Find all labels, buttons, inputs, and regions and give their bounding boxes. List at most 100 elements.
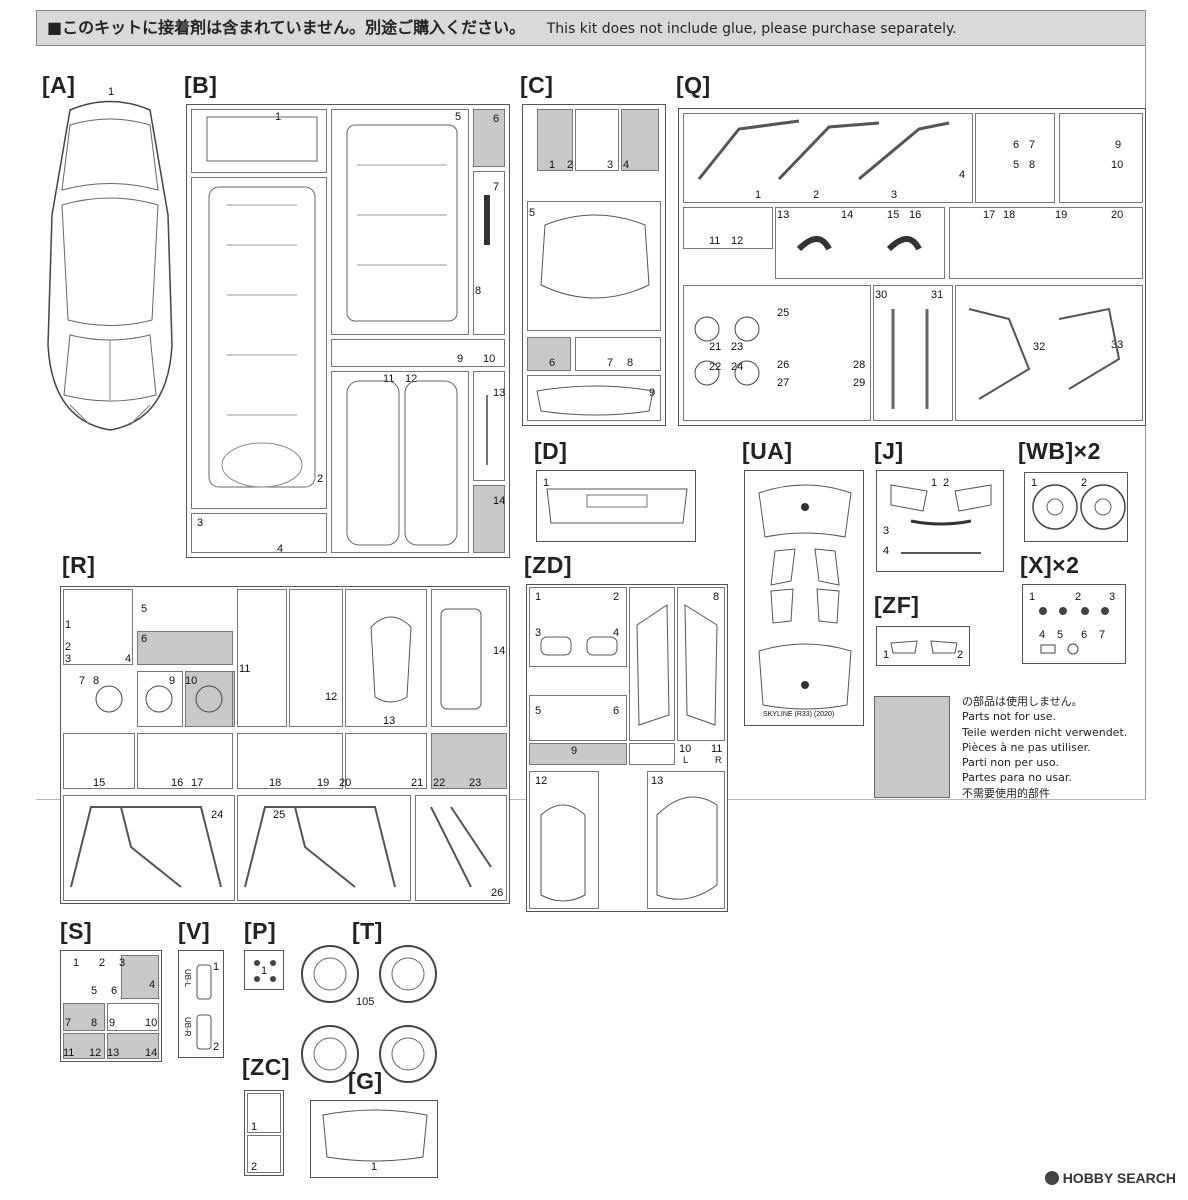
part-num: 1	[535, 591, 542, 603]
small-parts-drawing	[1039, 607, 1109, 655]
part-cell-unused	[185, 671, 233, 727]
part-cell	[873, 285, 953, 421]
polycap-drawing	[254, 960, 276, 982]
side-left-mark: L	[683, 755, 689, 765]
part-num: 14	[145, 1047, 158, 1059]
part-num: 19	[317, 777, 330, 789]
part-cell-unused	[527, 337, 571, 371]
part-cell	[529, 695, 627, 741]
part-num: 1	[549, 159, 556, 171]
part-cell	[191, 513, 327, 553]
part-num: 3	[1109, 591, 1116, 603]
part-cell	[63, 733, 135, 789]
hood-drawing	[536, 214, 654, 416]
legend-line: の部品は使用しません。	[962, 695, 1083, 708]
part-num: 4	[149, 979, 156, 991]
part-num: 5	[141, 603, 148, 615]
part-num: 7	[65, 1017, 72, 1029]
part-num: 8	[91, 1017, 98, 1029]
part-num: 8	[93, 675, 100, 687]
legend-line: Parti non per uso.	[962, 756, 1059, 770]
part-cell	[137, 733, 233, 789]
part-cell	[647, 771, 725, 909]
part-num: 7	[493, 181, 500, 193]
sprue-label-p: [P]	[244, 918, 277, 944]
part-num: 21	[709, 341, 722, 353]
sprue-label-wb: [WB]×2	[1018, 438, 1101, 464]
part-num: 1	[1031, 477, 1038, 489]
part-num: 6	[1013, 139, 1020, 151]
ub-right-tag: UB-R	[183, 1017, 192, 1037]
part-num: 3	[197, 517, 204, 529]
glue-notice-en: This kit does not include glue, please p…	[546, 21, 957, 37]
part-num: 23	[731, 341, 744, 353]
sprue-label-c: [C]	[520, 72, 554, 98]
sprue-ua-footer: SKYLINE (R33) (2020)	[763, 711, 835, 718]
part-num: 2	[567, 159, 574, 171]
part-cell-unused	[431, 733, 507, 789]
part-num: 9	[169, 675, 176, 687]
part-cell	[529, 587, 627, 667]
part-cell	[137, 671, 183, 727]
part-cell	[191, 109, 327, 173]
part-cell	[629, 587, 675, 741]
part-cell	[331, 109, 469, 335]
part-cell	[345, 589, 427, 727]
part-num: 1	[543, 477, 550, 489]
unused-parts-legend: の部品は使用しません。 Parts not for use. Teile wer…	[962, 694, 1127, 801]
sprue-label-q: [Q]	[676, 72, 711, 98]
window-clear-parts-drawing	[758, 484, 852, 710]
sprue-label-a: [A]	[42, 72, 76, 98]
part-num: 7	[607, 357, 614, 369]
sprue-p: 1	[244, 950, 284, 990]
sprue-label-ua: [UA]	[742, 438, 793, 464]
part-num: 9	[649, 387, 656, 399]
sprue-label-zf: [ZF]	[874, 592, 920, 618]
part-num: 12	[89, 1047, 102, 1059]
part-num: 8	[627, 357, 634, 369]
part-cell	[63, 589, 133, 665]
part-num: 10	[483, 353, 496, 365]
part-num: 12	[535, 775, 548, 787]
part-num: 12	[325, 691, 338, 703]
part-num: 9	[571, 745, 578, 757]
part-num: 26	[777, 359, 790, 371]
part-num: 1	[213, 961, 220, 973]
part-num: 29	[853, 377, 866, 389]
part-num: 2	[317, 473, 324, 485]
part-num: 2	[213, 1041, 220, 1053]
part-num: 15	[93, 777, 106, 789]
part-cell	[955, 285, 1143, 421]
part-num: 1	[251, 1121, 258, 1133]
part-num: 13	[107, 1047, 120, 1059]
part-num: 24	[211, 809, 224, 821]
sprue-v: 1 2 UB-L UB-R	[178, 950, 224, 1058]
sprue-s: 1 2 3 4 5 6 7 8 9 10 11 12 13 14	[60, 950, 162, 1062]
part-cell	[191, 177, 327, 509]
sprue-label-g: [G]	[348, 1068, 383, 1094]
sprue-b: 1 2 3 4 5 6 7 8 9 10 11 12 13 14	[186, 104, 510, 558]
sprue-x: 1 2 3 4 5 6 7	[1022, 584, 1126, 664]
part-cell	[237, 589, 287, 727]
part-num: 4	[623, 159, 630, 171]
part-cell-unused	[63, 1003, 105, 1031]
part-num: 17	[191, 777, 204, 789]
legend-line: Parts not for use.	[962, 710, 1057, 724]
sprue-label-r: [R]	[62, 552, 96, 578]
part-num: 3	[607, 159, 614, 171]
part-num: 3	[891, 189, 898, 201]
part-num: 4	[125, 653, 132, 665]
part-num: 5	[1013, 159, 1020, 171]
part-cell	[575, 109, 619, 171]
sprue-zc: 1 2	[244, 1090, 284, 1176]
part-num: 25	[273, 809, 286, 821]
part-cell	[107, 1003, 159, 1031]
front-bumper-drawing	[546, 488, 688, 524]
part-num: 7	[1029, 139, 1036, 151]
part-num: 3	[119, 957, 126, 969]
part-cell-unused	[121, 955, 159, 999]
part-num: 8	[1029, 159, 1036, 171]
part-num: 105	[356, 996, 375, 1008]
part-num: 11	[383, 373, 395, 385]
part-num: 7	[1099, 629, 1106, 641]
